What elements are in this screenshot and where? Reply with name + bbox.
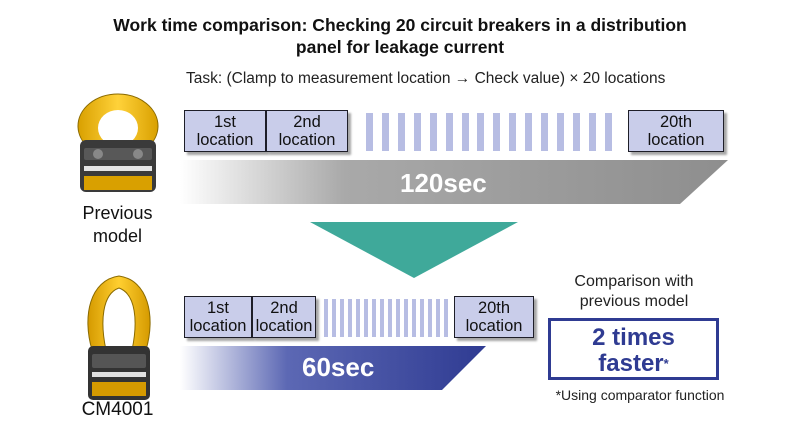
stripe (348, 299, 352, 337)
stripe (396, 299, 400, 337)
stripe (445, 113, 453, 151)
stripe (588, 113, 596, 151)
previous-intermediate-locations (366, 113, 612, 151)
comparison-heading: Comparison with previous model (548, 272, 720, 312)
current-intermediate-locations (324, 299, 448, 337)
box-text: location (465, 317, 523, 335)
previous-model-label: Previous model (60, 202, 175, 248)
result-line-2: faster* (551, 351, 716, 377)
stripe (356, 299, 360, 337)
box-text: 1st (213, 113, 236, 131)
stripe (428, 299, 432, 337)
title-line-1: Work time comparison: Checking 20 circui… (113, 15, 687, 35)
stripe (420, 299, 424, 337)
box-text: 2nd (293, 113, 321, 131)
stripe (381, 113, 389, 151)
stripe (604, 113, 612, 151)
stripe (461, 113, 469, 151)
stripe (429, 113, 437, 151)
box-text: location (278, 131, 336, 149)
stripe (340, 299, 344, 337)
down-arrow-icon (310, 222, 518, 278)
stripe (541, 113, 549, 151)
stripe (525, 113, 533, 151)
box-text: 2nd (270, 299, 298, 317)
previous-time-bar (180, 160, 728, 204)
stripe (397, 113, 405, 151)
task-description: Task: (Clamp to measurement location → C… (186, 70, 666, 87)
diagram-title: Work time comparison: Checking 20 circui… (0, 14, 800, 58)
box-text: 1st (206, 299, 229, 317)
title-line-2: panel for leakage current (295, 37, 505, 57)
stripe (332, 299, 336, 337)
stripe (572, 113, 580, 151)
stripe (412, 299, 416, 337)
previous-model-clamp-meter-icon (77, 93, 159, 192)
current-time-bar (180, 346, 486, 390)
stripe (380, 299, 384, 337)
result-asterisk: * (663, 356, 669, 371)
stripe (557, 113, 565, 151)
stripe (404, 299, 408, 337)
stripe (388, 299, 392, 337)
stripe (324, 299, 328, 337)
stripe (436, 299, 440, 337)
comparison-heading-line-2: previous model (579, 293, 689, 310)
previous-label-line-1: Previous (82, 203, 153, 223)
cm4001-label: CM4001 (81, 399, 154, 420)
current-time-label: 60sec (302, 352, 375, 382)
result-box: 2 times faster* (548, 318, 719, 380)
comparison-heading-line-1: Comparison with (574, 273, 694, 290)
stripe (364, 299, 368, 337)
stripe (444, 299, 448, 337)
result-line-1: 2 times (592, 324, 675, 351)
box-text: 20th (477, 299, 511, 317)
stripe (477, 113, 485, 151)
footnote: *Using comparator function (555, 387, 725, 403)
result-line-2-text: faster (598, 350, 664, 377)
box-text: location (196, 131, 254, 149)
cm4001-clamp-meter-icon (87, 275, 151, 400)
box-text: 20th (659, 113, 693, 131)
stripe (493, 113, 501, 151)
stripe (372, 299, 376, 337)
previous-time-label: 120sec (400, 168, 487, 198)
stripe (413, 113, 421, 151)
box-text: location (647, 131, 705, 149)
stripe (366, 113, 373, 151)
box-text: location (255, 317, 313, 335)
previous-label-line-2: model (92, 226, 143, 246)
box-text: location (189, 317, 247, 335)
stripe (509, 113, 517, 151)
